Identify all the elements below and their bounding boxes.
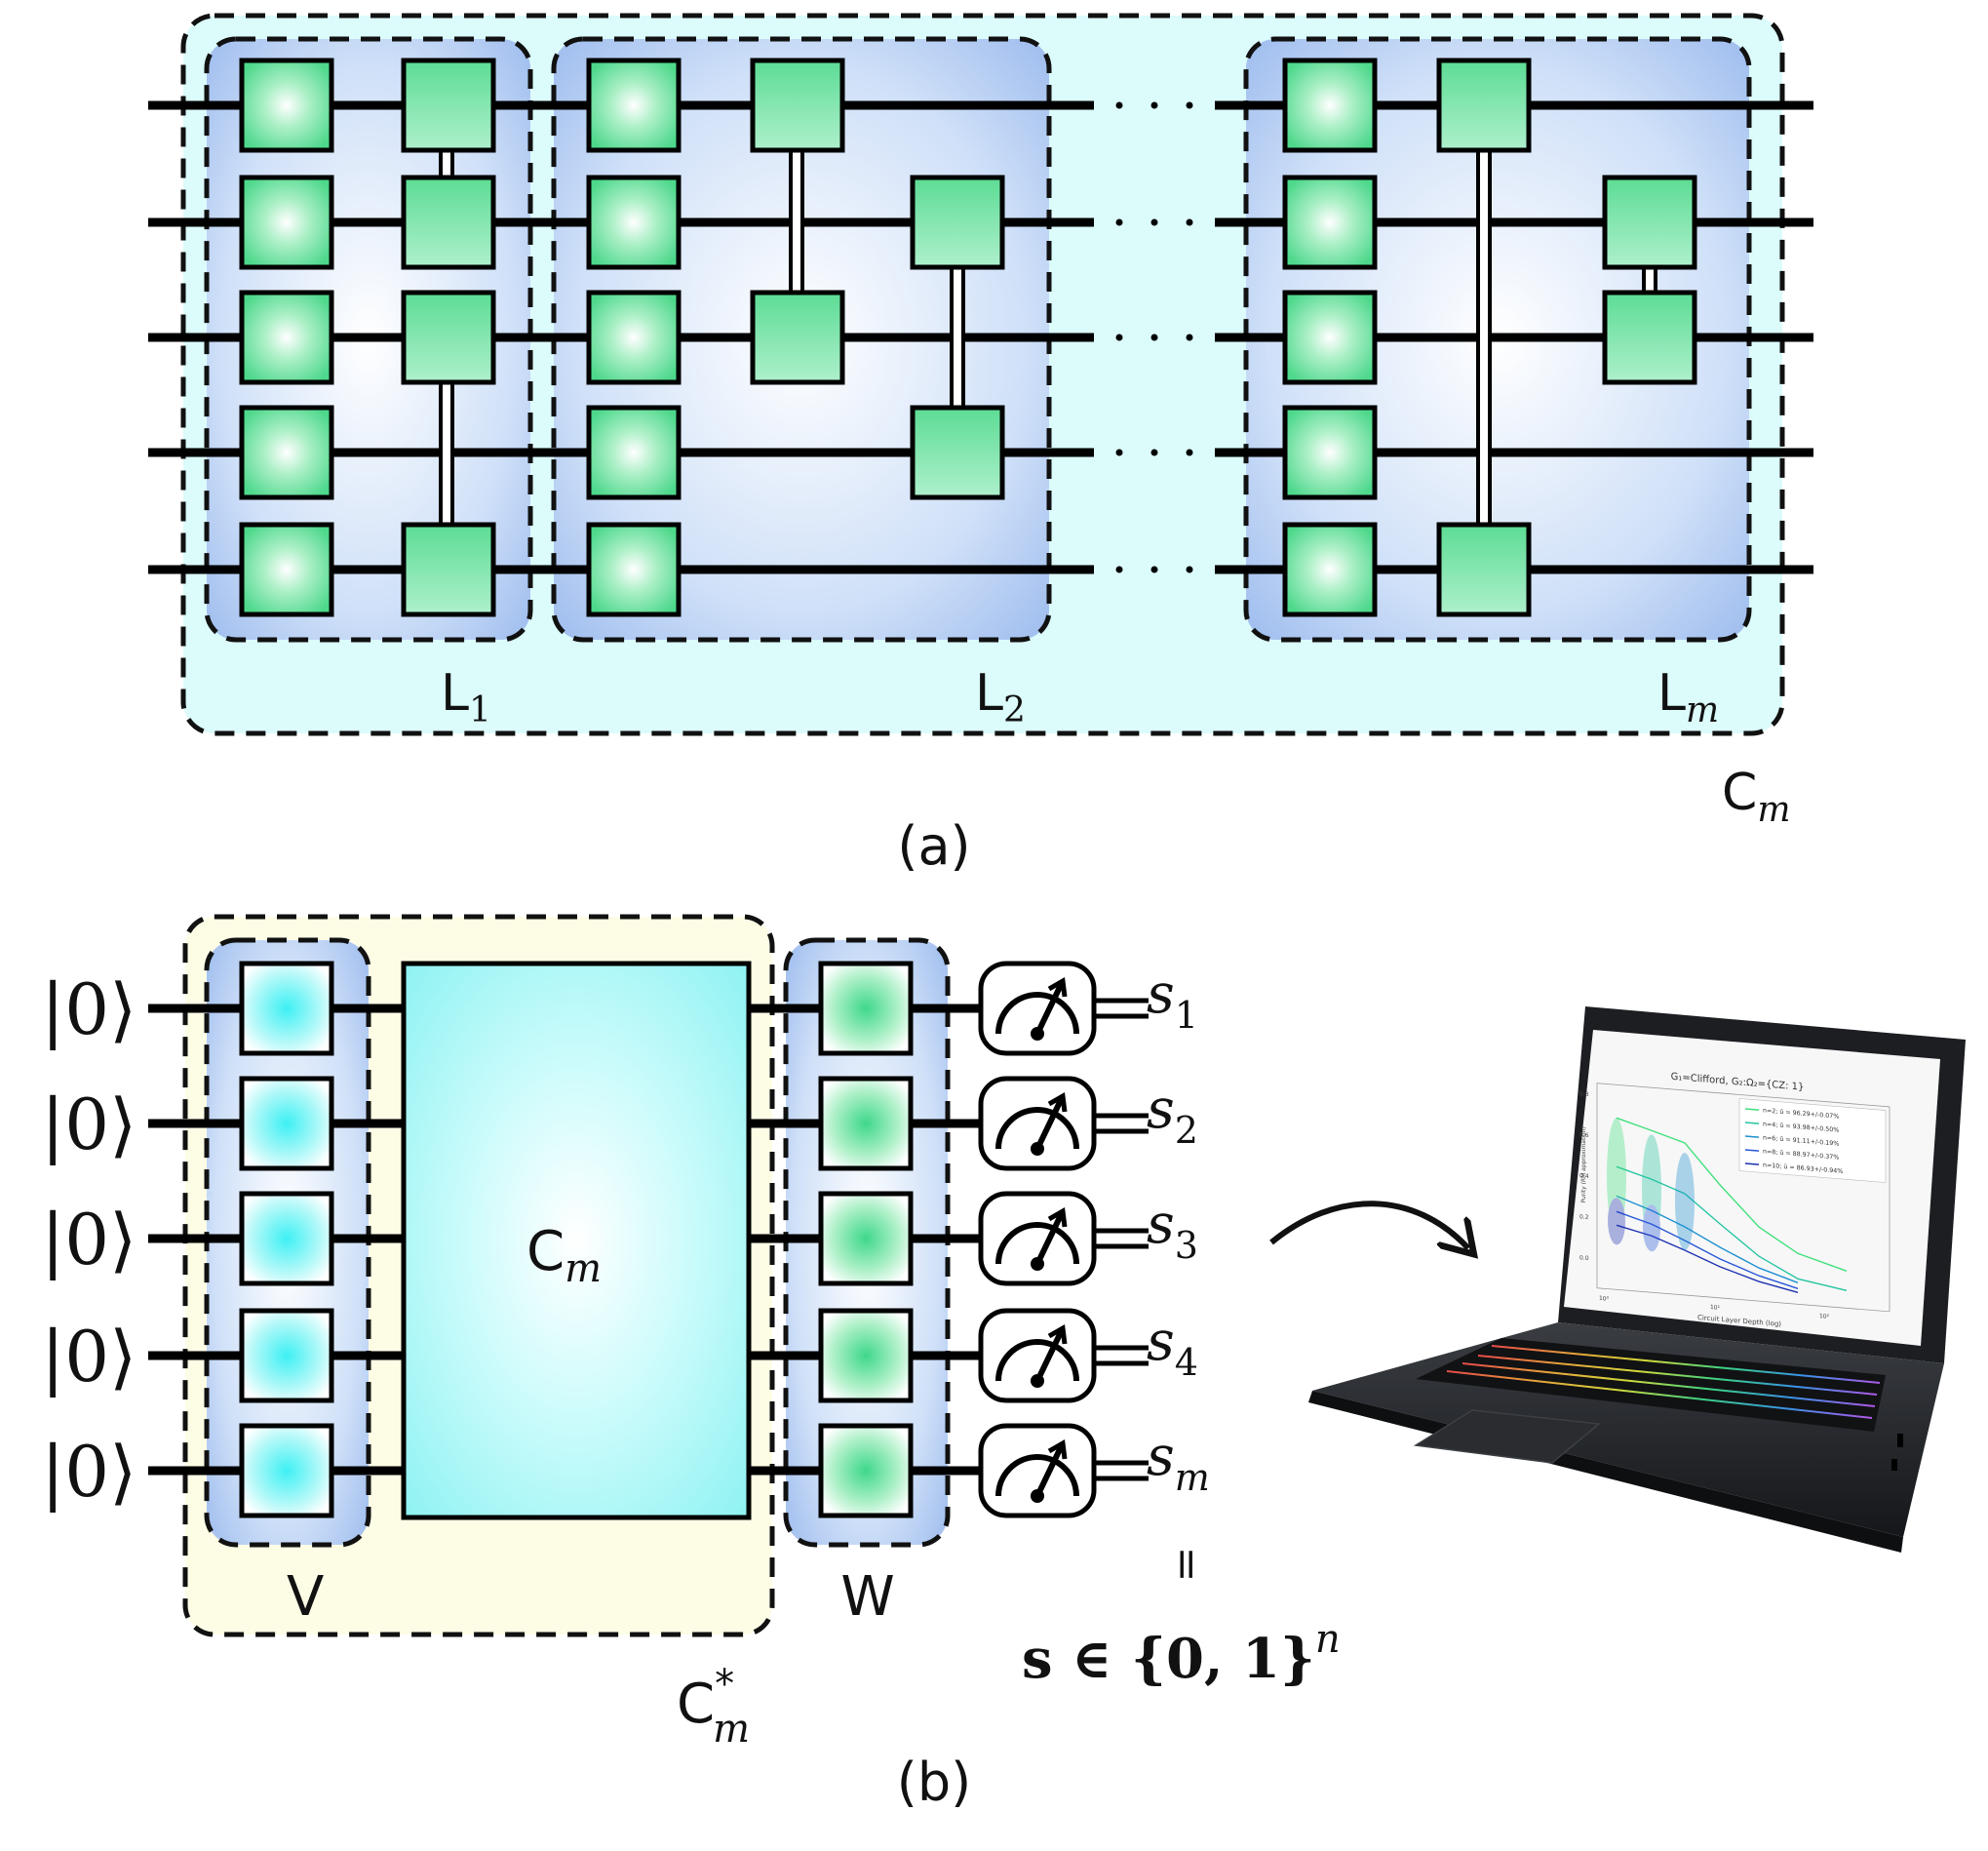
cm-block bbox=[401, 961, 752, 1520]
meter-icon bbox=[978, 1308, 1097, 1403]
output-sm: sm bbox=[1147, 1425, 1210, 1499]
classical-wires bbox=[1094, 998, 1149, 1481]
cstar-label: C*m bbox=[677, 1662, 750, 1752]
w-gates bbox=[818, 961, 914, 1518]
laptop-image bbox=[1308, 1006, 1966, 1553]
v-gates bbox=[239, 961, 334, 1518]
ket-zero: |0⟩ bbox=[41, 1199, 136, 1280]
meter-icon bbox=[978, 1076, 1097, 1171]
layer-label-2: L2 bbox=[975, 664, 1026, 730]
ket-zero: |0⟩ bbox=[41, 1316, 136, 1398]
circuit-label-cm-a: Cm bbox=[1722, 764, 1790, 830]
output-labels: s1 s2 s3 s4 sm bbox=[1147, 963, 1210, 1499]
meter-icon bbox=[978, 961, 1097, 1056]
output-s3: s3 bbox=[1147, 1193, 1198, 1267]
input-kets: |0⟩ |0⟩ |0⟩ |0⟩ |0⟩ bbox=[41, 968, 136, 1513]
meter-icon bbox=[978, 1423, 1097, 1518]
cm-block-label: Cm bbox=[526, 1220, 602, 1291]
ellipsis-dots bbox=[1115, 101, 1193, 573]
panel-b: Cm bbox=[41, 914, 1341, 1813]
meter-icon bbox=[978, 1191, 1097, 1286]
bitstring-label: s ∈ {0, 1}n bbox=[1022, 1617, 1341, 1691]
laptop-screen bbox=[1564, 1030, 1940, 1346]
caption-a: (a) bbox=[897, 815, 970, 877]
measurement-meters bbox=[978, 961, 1097, 1518]
ket-zero: |0⟩ bbox=[41, 968, 136, 1050]
layer-label-1: L1 bbox=[441, 664, 491, 730]
curved-arrow bbox=[1269, 1201, 1468, 1248]
layer-label-m: Lm bbox=[1657, 664, 1719, 730]
laptop-touchpad bbox=[1413, 1409, 1601, 1464]
panel-a: L1 L2 Lm Cm (a) bbox=[148, 13, 1813, 877]
two-qubit-gates-a bbox=[401, 58, 1697, 617]
output-s4: s4 bbox=[1147, 1310, 1198, 1384]
caption-b: (b) bbox=[897, 1752, 971, 1813]
w-label: W bbox=[840, 1565, 894, 1629]
ket-zero: |0⟩ bbox=[41, 1431, 136, 1513]
v-label: V bbox=[287, 1565, 324, 1629]
single-qubit-gates-a bbox=[239, 58, 1378, 617]
equals-sign: = bbox=[1162, 1547, 1212, 1583]
output-s1: s1 bbox=[1147, 963, 1198, 1037]
output-s2: s2 bbox=[1147, 1078, 1198, 1152]
ket-zero: |0⟩ bbox=[41, 1083, 136, 1165]
